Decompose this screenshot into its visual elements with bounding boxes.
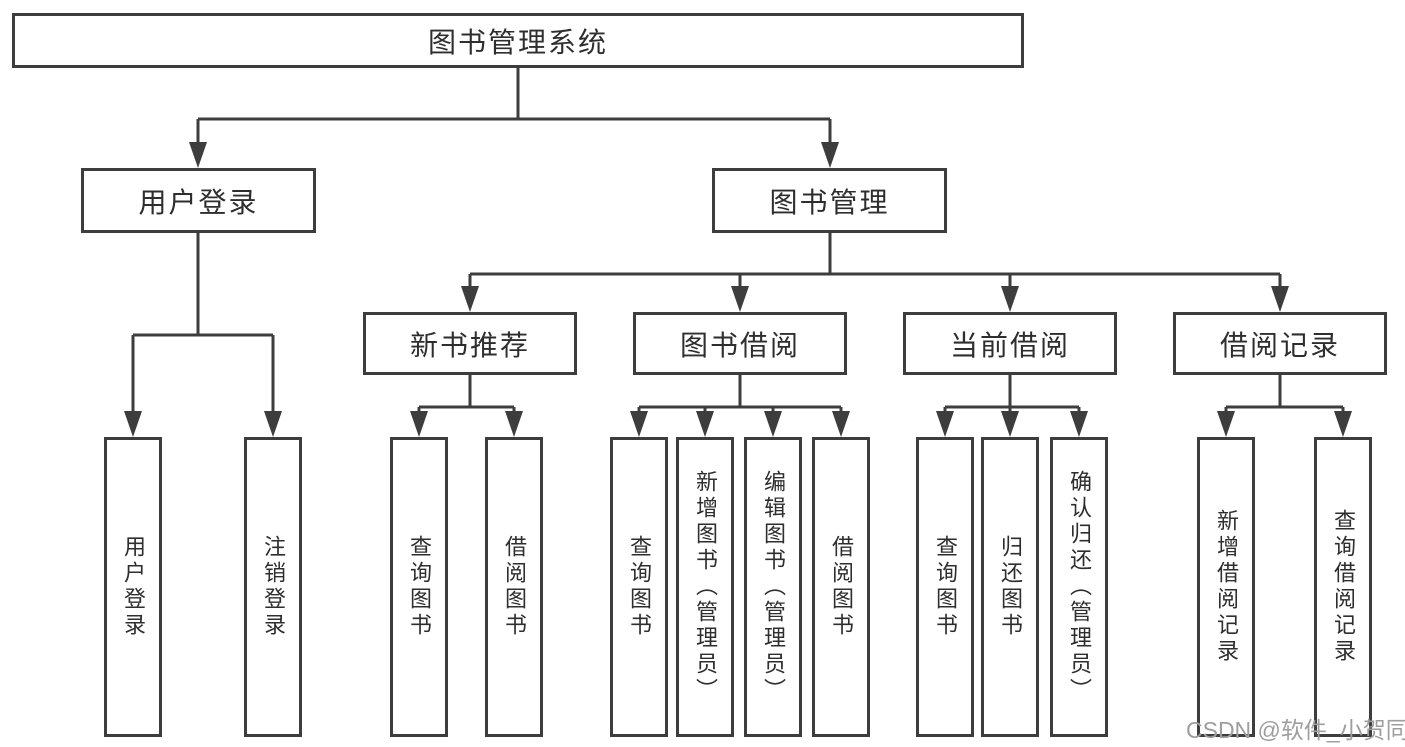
node-book-borrowing-label: 图书借阅	[679, 329, 800, 361]
leaf-query-books-current: 查询图书	[916, 437, 974, 737]
node-library-system-label: 图书管理系统	[427, 26, 608, 58]
leaf-add-borrow-record-label: 新增借阅记录	[1214, 509, 1239, 665]
node-new-book-recommendation: 新书推荐	[363, 312, 577, 375]
leaf-user-login: 用户登录	[104, 437, 162, 737]
leaf-add-books-admin: 新增图书（管理员）	[676, 437, 734, 737]
leaf-borrow-books-recommend: 借阅图书	[485, 437, 543, 737]
node-book-borrowing: 图书借阅	[633, 312, 847, 375]
leaf-add-borrow-record: 新增借阅记录	[1197, 437, 1255, 737]
node-current-borrowing: 当前借阅	[903, 312, 1117, 375]
leaf-return-books-label: 归还图书	[998, 535, 1023, 639]
node-library-system: 图书管理系统	[12, 13, 1024, 68]
watermark: CSDN @软件_小贺同学	[1186, 717, 1405, 743]
leaf-query-borrow-record-label: 查询借阅记录	[1331, 509, 1356, 665]
leaf-logout-label: 注销登录	[261, 535, 286, 639]
node-book-management-label: 图书管理	[769, 186, 890, 218]
leaf-query-borrow-record: 查询借阅记录	[1314, 437, 1372, 737]
node-borrowing-records-label: 借阅记录	[1219, 329, 1340, 361]
leaf-user-login-label: 用户登录	[121, 535, 146, 639]
node-user-login-label: 用户登录	[138, 186, 259, 218]
leaf-query-books-recommend-label: 查询图书	[407, 535, 432, 639]
leaf-query-books-borrowing: 查询图书	[610, 437, 668, 737]
leaf-confirm-return-admin-label: 确认归还（管理员）	[1067, 470, 1092, 704]
leaf-confirm-return-admin: 确认归还（管理员）	[1050, 437, 1108, 737]
leaf-add-books-admin-label: 新增图书（管理员）	[693, 470, 718, 704]
leaf-query-books-current-label: 查询图书	[933, 535, 958, 639]
leaf-edit-books-admin-label: 编辑图书（管理员）	[761, 470, 786, 704]
leaf-borrow-books-borrowing-label: 借阅图书	[829, 535, 854, 639]
node-new-book-recommendation-label: 新书推荐	[409, 329, 530, 361]
leaf-query-books-recommend: 查询图书	[390, 437, 448, 737]
leaf-borrow-books-borrowing: 借阅图书	[812, 437, 870, 737]
node-book-management: 图书管理	[712, 168, 947, 233]
node-user-login: 用户登录	[81, 168, 316, 233]
leaf-return-books: 归还图书	[981, 437, 1039, 737]
leaf-edit-books-admin: 编辑图书（管理员）	[744, 437, 802, 737]
node-borrowing-records: 借阅记录	[1173, 312, 1387, 375]
node-current-borrowing-label: 当前借阅	[949, 329, 1070, 361]
leaf-logout: 注销登录	[244, 437, 302, 737]
leaf-borrow-books-recommend-label: 借阅图书	[502, 535, 527, 639]
leaf-query-books-borrowing-label: 查询图书	[627, 535, 652, 639]
